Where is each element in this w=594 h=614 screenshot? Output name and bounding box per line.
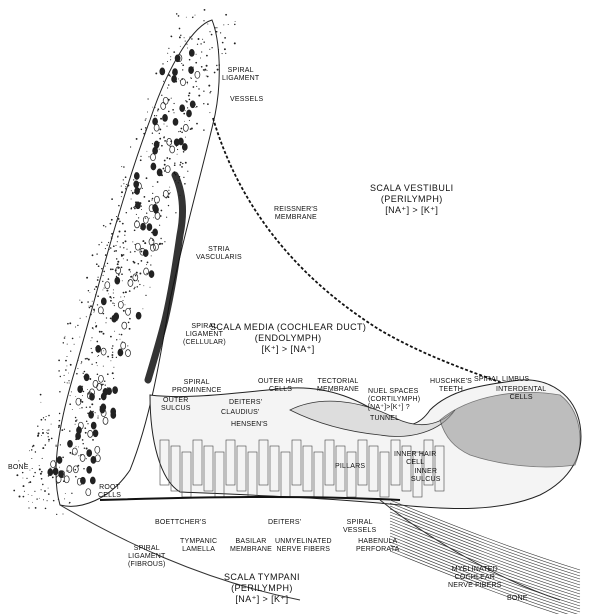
label-pillars: PILLARS: [335, 463, 366, 470]
ligament-cell-nuclei: [47, 49, 201, 497]
label-bone-right: BONE: [507, 595, 528, 602]
region-scala-vestibuli: SCALA VESTIBULI(PERILYMPH)[Na⁺] > [K⁺]: [370, 183, 454, 215]
label-bone-left: BONE: [8, 464, 29, 471]
label-vessels: VESSELS: [230, 96, 264, 103]
spiral-limbus-mass: [439, 392, 581, 468]
label-deiters-top: DEITERS': [229, 399, 263, 406]
stria-vascularis-band: [144, 171, 186, 384]
label-hensens: HENSEN'S: [231, 421, 268, 428]
region-scala-tympani: SCALA TYMPANI(PERILYMPH)[Na⁺] > [K⁺]: [224, 572, 300, 604]
cochlear-nerve-fibers: [389, 499, 581, 614]
label-spiral-limbus: SPIRAL LIMBUS: [474, 376, 530, 383]
label-tunnel: TUNNEL: [370, 415, 400, 422]
label-claudius: CLAUDIUS': [221, 409, 260, 416]
spiral-ligament-tissue: [55, 19, 220, 507]
label-deiters-bottom: DEITERS': [268, 519, 302, 526]
basilar-membrane-line: [99, 495, 401, 501]
region-scala-media: SCALA MEDIA (COCHLEAR DUCT)(ENDOLYMPH)[K…: [210, 322, 367, 354]
reissners-membrane-line: [212, 117, 561, 406]
spiral-lamina-lower: [59, 499, 561, 601]
label-nuel-spaces: NUEL SPACES(CORTILYMPH)[Na⁺]>[K⁺] ?: [368, 388, 421, 411]
label-boettchers: BOETTCHER'S: [155, 519, 207, 526]
organ-cell-outlines: [159, 439, 445, 498]
